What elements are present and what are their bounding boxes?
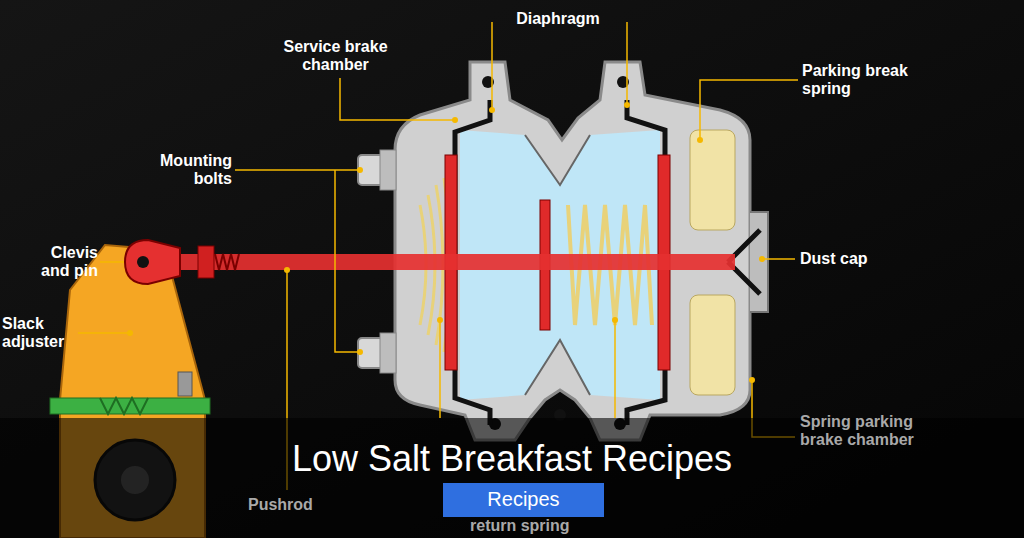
part-label: Dust cap <box>800 250 910 268</box>
part-label: Slack adjuster <box>2 315 76 351</box>
part-label: Parking break spring <box>802 62 922 98</box>
part-label: Mounting bolts <box>140 152 232 188</box>
part-label: Spring parking brake chamber <box>800 413 950 449</box>
recipes-button: Recipes <box>443 483 604 517</box>
part-label: return spring <box>470 517 600 535</box>
part-label: Clevis and pin <box>40 244 98 280</box>
part-label: Pushrod <box>248 496 328 514</box>
button-label: Recipes <box>443 488 604 511</box>
part-label: Diaphragm <box>502 10 614 28</box>
part-label: Service brake chamber <box>268 38 403 74</box>
